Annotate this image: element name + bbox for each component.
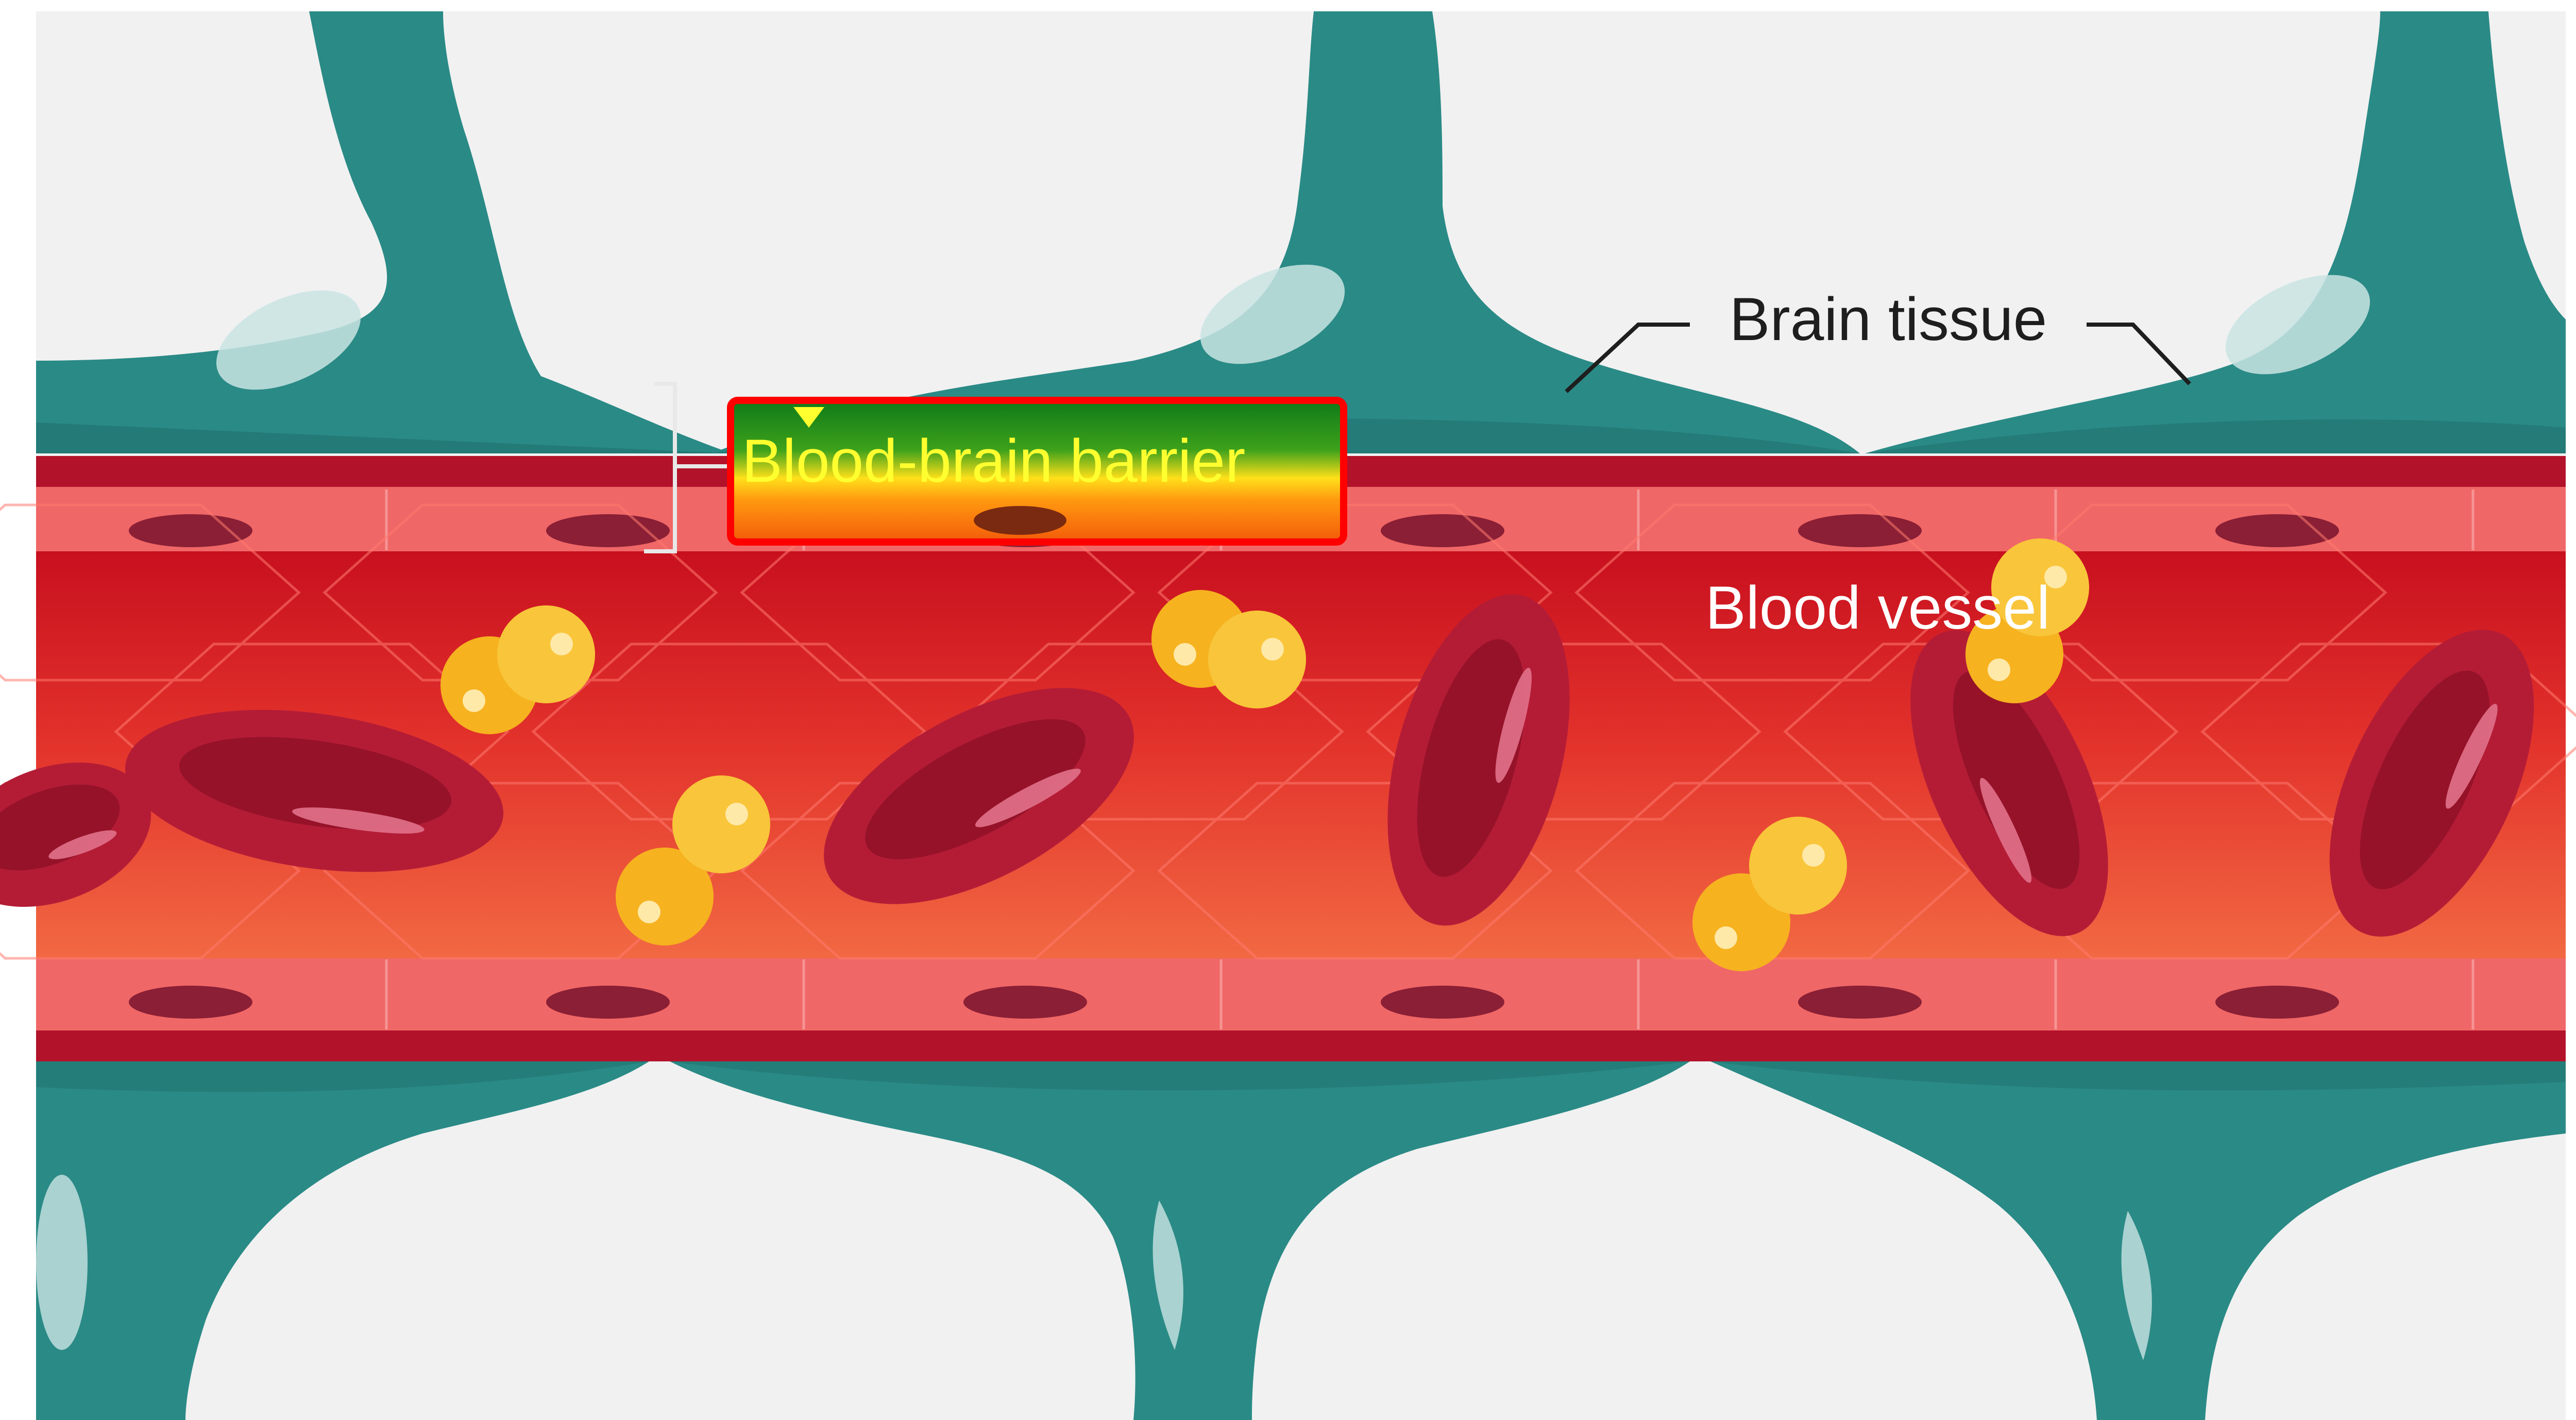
endothelial-nucleus (546, 514, 670, 547)
blood-brain-barrier-highlight: Blood-brain barrier (731, 400, 1344, 542)
endothelial-nucleus (1381, 514, 1504, 547)
endothelial-nucleus (963, 986, 1087, 1019)
blood-brain-barrier-label: Blood-brain barrier (742, 427, 1245, 495)
endothelial-nucleus (129, 986, 252, 1019)
endothelial-nucleus (1798, 514, 1922, 547)
blood-vessel-label: Blood vessel (1705, 574, 2050, 642)
brain-tissue-label: Brain tissue (1730, 285, 2047, 353)
endothelial-layer-bottom (36, 958, 2566, 1030)
vessel-wall-bottom (36, 1030, 2566, 1061)
endothelial-nucleus (2215, 986, 2339, 1019)
endothelial-nucleus (2215, 514, 2339, 547)
barrier-nucleus (974, 506, 1066, 535)
endothelial-nucleus (546, 986, 670, 1019)
endothelial-nucleus (1381, 986, 1504, 1019)
endothelial-nucleus (129, 514, 252, 547)
endothelial-nucleus (1798, 986, 1922, 1019)
